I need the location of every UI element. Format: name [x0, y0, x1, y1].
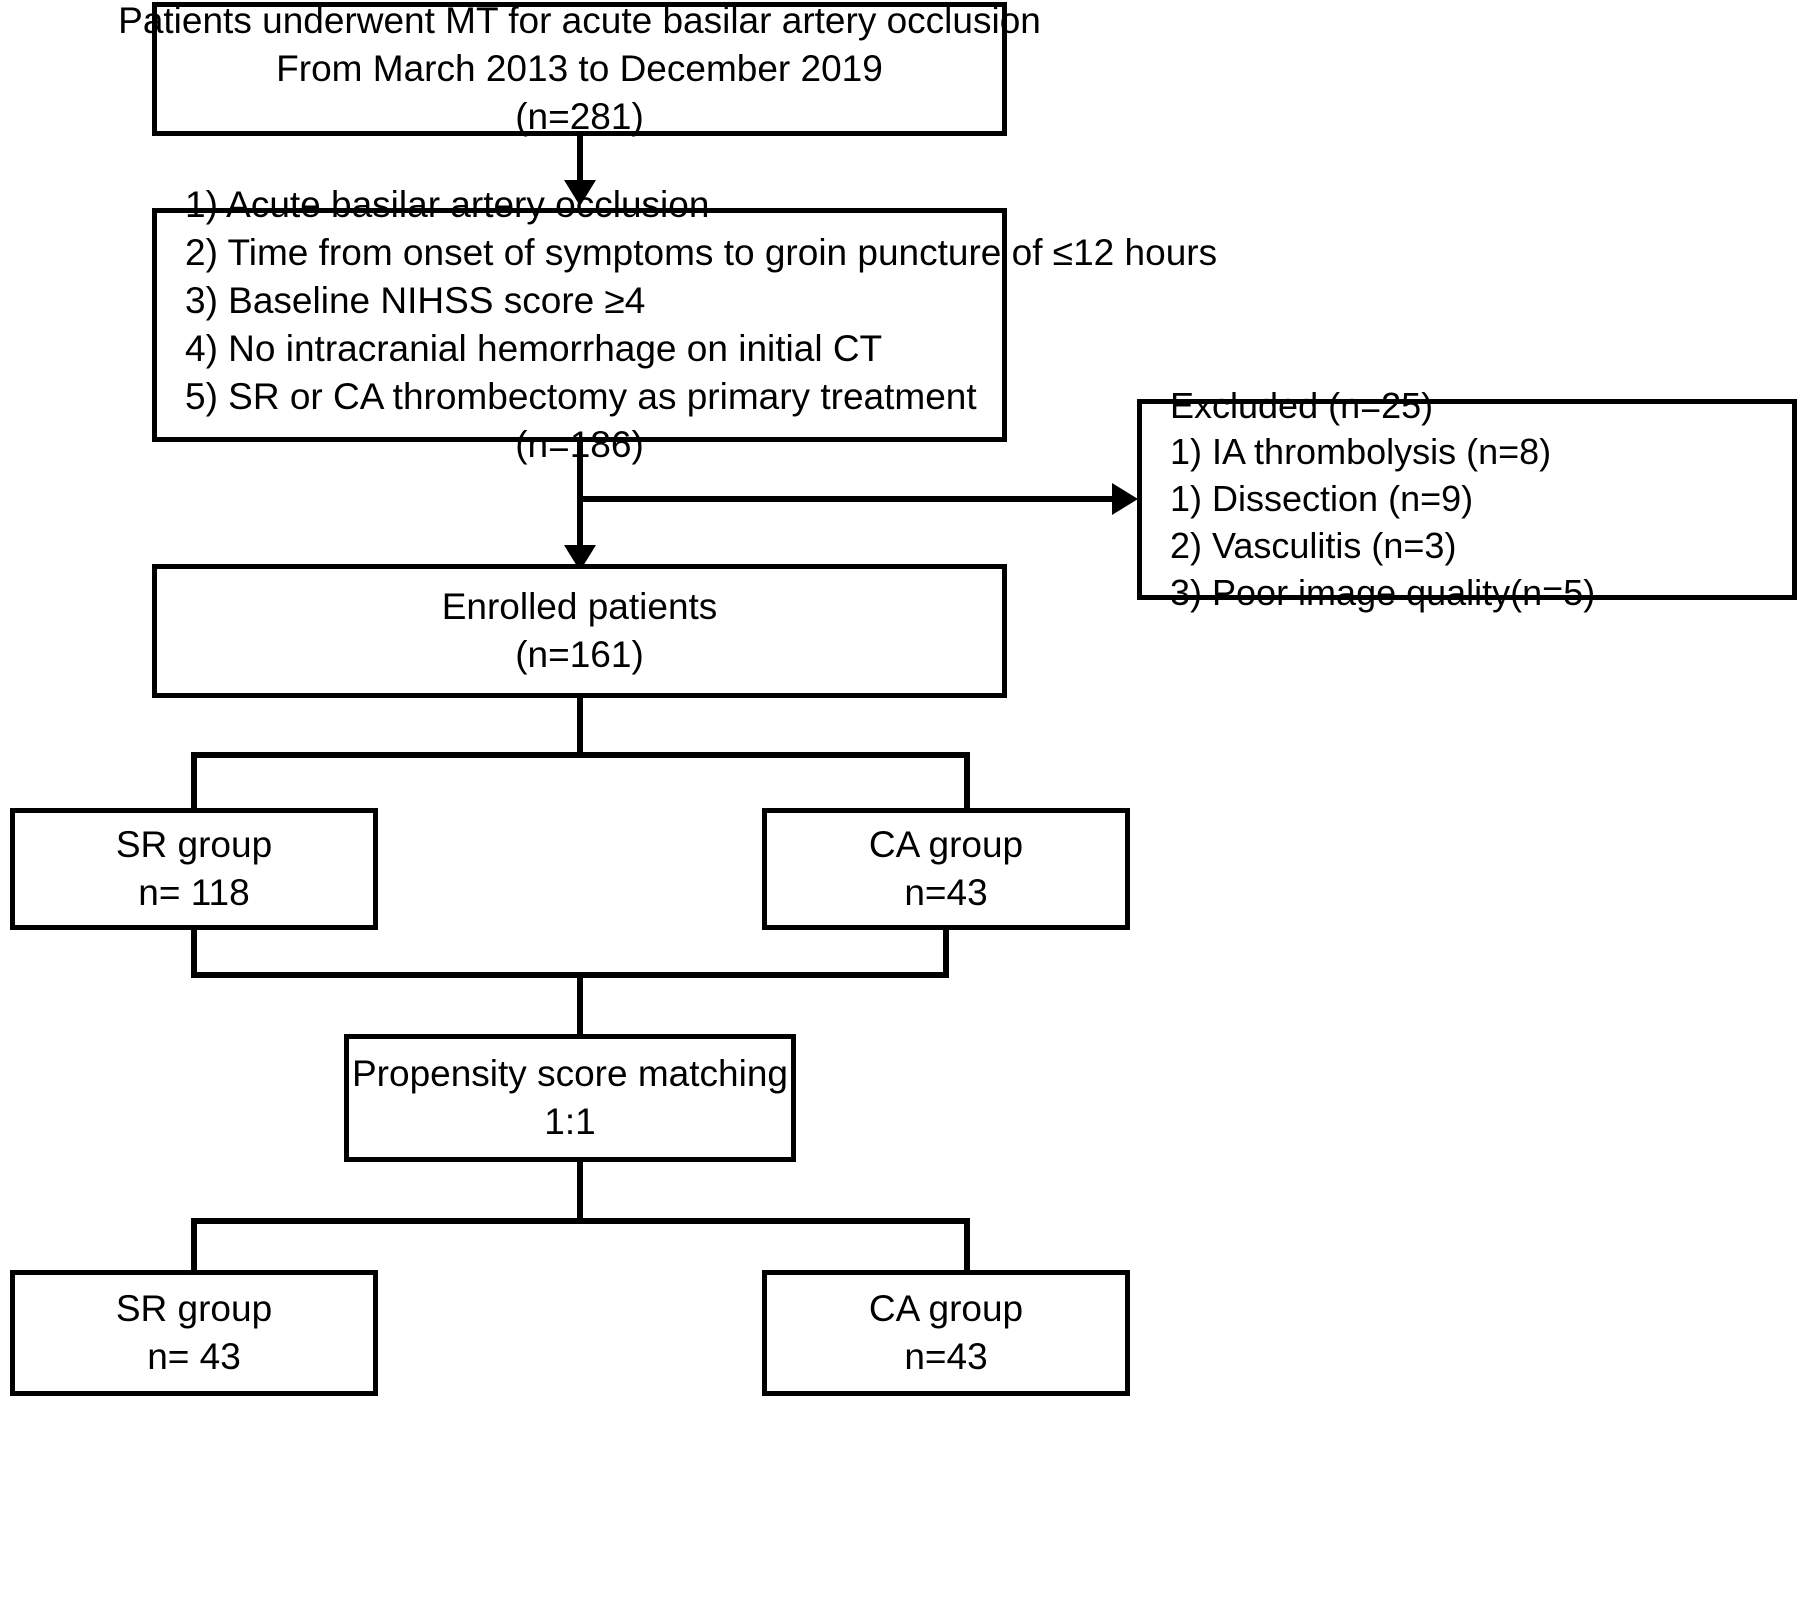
sr-group-box-postmatch: SR group n= 43 — [10, 1270, 378, 1396]
ca-group-box-postmatch: CA group n=43 — [762, 1270, 1130, 1396]
ca-group-box-prematch: CA group n=43 — [762, 808, 1130, 930]
connector-matching-to-ca — [964, 1218, 970, 1272]
ca-group-postmatch-count: n=43 — [904, 1336, 988, 1377]
inclusion-criteria-item-3: 3) Baseline NIHSS score ≥4 — [185, 279, 646, 321]
inclusion-criteria-item-5: 5) SR or CA thrombectomy as primary trea… — [185, 376, 977, 418]
connector-source-to-criteria — [577, 136, 583, 182]
excluded-item-4: 3) Poor image quality(n=5) — [1170, 571, 1596, 613]
excluded-item-2: 1) Dissection (n=9) — [1170, 478, 1474, 520]
connector-postmatch-crossbar — [191, 1218, 970, 1224]
connector-sr-to-merge — [191, 930, 197, 978]
connector-matching-to-sr — [191, 1218, 197, 1272]
connector-ca-to-merge — [943, 930, 949, 978]
source-population-box: Patients underwent MT for acute basilar … — [118, 0, 1041, 137]
arrowhead-branch-to-excluded — [1112, 483, 1138, 515]
sr-group-prematch-label: SR group — [115, 823, 273, 865]
inclusion-criteria-item-2: 2) Time from onset of symptoms to groin … — [185, 231, 1218, 273]
connector-branch-to-excluded — [580, 496, 1130, 502]
connector-matching-stem — [577, 1162, 583, 1220]
ca-group-postmatch-label: CA group — [868, 1287, 1024, 1329]
excluded-item-1: 1) IA thrombolysis (n=8) — [1170, 431, 1552, 473]
excluded-box: Excluded (n=25) 1) IA thrombolysis (n=8)… — [1137, 385, 1797, 613]
connector-enrolled-to-sr — [191, 752, 197, 810]
connector-merge-to-matching — [577, 972, 583, 1036]
source-population-line-1: Patients underwent MT for acute basilar … — [118, 0, 1041, 41]
propensity-score-matching-box: Propensity score matching 1:1 — [344, 1034, 796, 1162]
connector-enrolled-crossbar — [191, 752, 970, 758]
sr-group-postmatch-label: SR group — [115, 1287, 273, 1329]
propensity-score-matching-ratio: 1:1 — [544, 1101, 596, 1142]
inclusion-criteria-item-4: 4) No intracranial hemorrhage on initial… — [185, 328, 883, 369]
arrowhead-source-to-criteria — [564, 180, 596, 206]
inclusion-criteria-box: 1) Acute basilar artery occlusion 2) Tim… — [152, 184, 1217, 465]
sr-group-prematch-count: n= 118 — [138, 872, 250, 913]
enrolled-patients-box: Enrolled patients (n=161) — [152, 564, 1007, 698]
inclusion-criteria-item-1: 1) Acute basilar artery occlusion — [185, 183, 710, 225]
excluded-item-3: 2) Vasculitis (n=3) — [1170, 524, 1457, 566]
source-population-line-2: From March 2013 to December 2019 — [276, 47, 883, 89]
ca-group-prematch-count: n=43 — [904, 872, 988, 913]
connector-enrolled-stem — [577, 698, 583, 754]
excluded-heading: Excluded (n=25) — [1170, 384, 1434, 426]
sr-group-box-prematch: SR group n= 118 — [10, 808, 378, 930]
ca-group-prematch-label: CA group — [868, 823, 1024, 865]
enrolled-patients-label: Enrolled patients — [441, 585, 718, 627]
connector-merge-crossbar — [191, 972, 949, 978]
source-population-count: (n=281) — [515, 96, 644, 138]
enrolled-patients-count: (n=161) — [515, 634, 644, 675]
sr-group-postmatch-count: n= 43 — [147, 1336, 241, 1377]
connector-enrolled-to-ca — [964, 752, 970, 810]
propensity-score-matching-label: Propensity score matching — [352, 1052, 788, 1094]
